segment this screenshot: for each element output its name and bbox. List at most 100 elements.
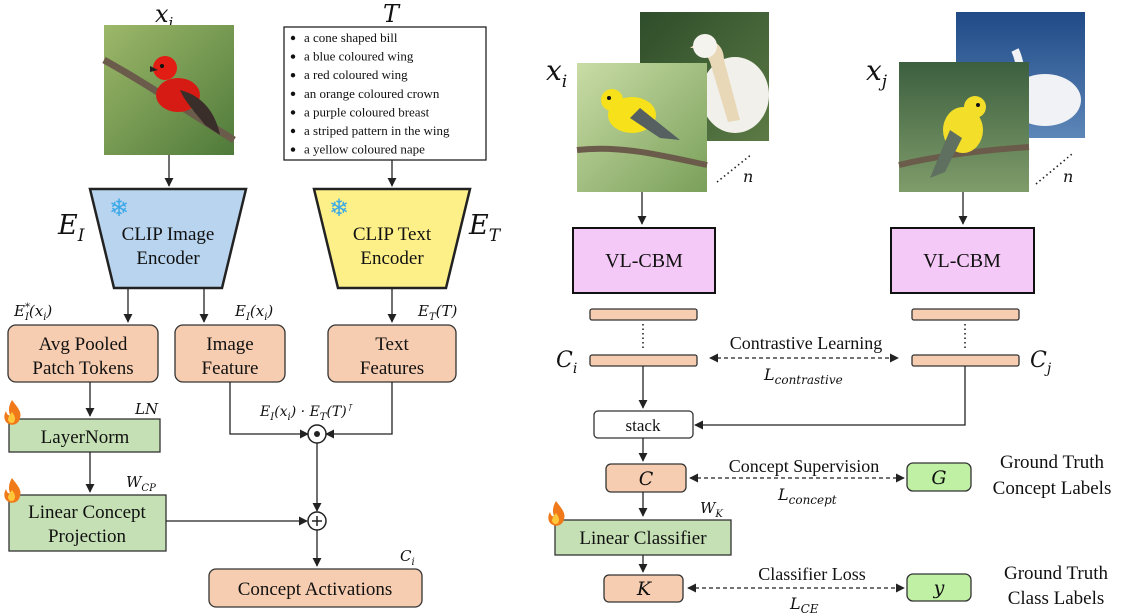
- concept-item: a striped pattern in the wing: [304, 123, 450, 138]
- svg-text:VL-CBM: VL-CBM: [605, 250, 683, 272]
- ci-label: Ci: [556, 348, 577, 377]
- svg-text:Linear Concept: Linear Concept: [28, 502, 146, 523]
- text-encoder-label-2: Encoder: [360, 248, 424, 269]
- snowflake-icon: ❄: [329, 196, 349, 222]
- concept-vector-top-right: [911, 308, 1020, 321]
- concept-vector-bottom-left: [589, 354, 698, 367]
- gt-class-label-2: Class Labels: [1008, 588, 1105, 609]
- yellow-bird-image-j: [898, 62, 1030, 192]
- svg-text:G: G: [931, 467, 946, 489]
- concept-bullet: [290, 54, 296, 59]
- concept-vector-top-left: [589, 308, 698, 321]
- image-encoder-label-1: CLIP Image: [122, 224, 215, 245]
- snowflake-icon: ❄: [109, 196, 129, 222]
- yellow-bird-image-i: [576, 63, 708, 192]
- ci-tag: Ci: [400, 547, 415, 568]
- dot-product-node: [307, 424, 327, 444]
- image-feature-box: Image Feature: [174, 324, 286, 383]
- concept-item: a yellow coloured nape: [304, 142, 425, 157]
- g-box: G: [906, 462, 972, 492]
- gt-concept-label-1: Ground Truth: [1000, 452, 1104, 473]
- flame-icon: [548, 501, 565, 526]
- svg-text:LayerNorm: LayerNorm: [41, 427, 130, 448]
- n-label-left: n: [743, 167, 753, 186]
- contrastive-loss: Lcontrastive: [763, 365, 843, 387]
- ln-tag: LN: [134, 400, 159, 418]
- classifier-loss-label: Classifier Loss: [758, 564, 866, 584]
- c-box: C: [605, 463, 687, 493]
- svg-text:Projection: Projection: [48, 526, 127, 547]
- arrow-text-features-to-dot: [325, 382, 393, 439]
- xi-label: xi: [546, 54, 567, 92]
- concept-loss: Lconcept: [777, 485, 837, 507]
- n-label-right: n: [1063, 167, 1073, 186]
- svg-text:Image: Image: [206, 334, 253, 355]
- svg-text:Avg Pooled: Avg Pooled: [39, 334, 128, 355]
- svg-text:Linear Classifier: Linear Classifier: [579, 528, 707, 549]
- svg-text:Concept Activations: Concept Activations: [238, 579, 393, 600]
- concept-item: a red coloured wing: [304, 67, 408, 82]
- avg-pooled-math: E*I(xi): [13, 302, 52, 323]
- input-image-label: xi: [155, 0, 174, 32]
- k-box: K: [603, 574, 684, 603]
- concept-item: a purple coloured breast: [304, 104, 430, 119]
- svg-text:Features: Features: [360, 358, 424, 379]
- y-box: y: [906, 573, 972, 602]
- text-encoder-label-1: CLIP Text: [353, 224, 432, 245]
- concept-item: an orange coloured crown: [304, 86, 440, 101]
- image-encoder-label-2: Encoder: [136, 248, 200, 269]
- flame-icon: [4, 400, 21, 425]
- wk-tag: WK: [700, 499, 723, 520]
- gt-class-label-1: Ground Truth: [1004, 563, 1108, 584]
- svg-text:y: y: [933, 577, 945, 599]
- clip-text-encoder: ❄ CLIP Text Encoder: [312, 187, 472, 290]
- wcp-tag: WCP: [126, 473, 156, 494]
- svg-text:stack: stack: [626, 416, 661, 435]
- concept-vector-bottom-right: [911, 354, 1020, 367]
- svg-text:Patch Tokens: Patch Tokens: [32, 358, 133, 379]
- encoder-et-label: ET: [468, 210, 502, 246]
- concept-supervision-label: Concept Supervision: [729, 456, 880, 476]
- n-dots-right: [1035, 153, 1073, 185]
- concept-item: a blue coloured wing: [304, 49, 414, 64]
- text-set-label: T: [383, 0, 401, 28]
- svg-text:Text: Text: [375, 334, 409, 355]
- concept-activations-box: Concept Activations: [208, 568, 423, 608]
- clip-image-encoder: ❄ CLIP Image Encoder: [88, 187, 248, 290]
- gt-concept-label-2: Concept Labels: [993, 478, 1112, 499]
- xj-label: xj: [866, 54, 888, 92]
- layernorm-box: LayerNorm: [8, 418, 161, 453]
- concept-bullet: [290, 110, 296, 115]
- text-features-box: Text Features: [327, 324, 457, 383]
- concept-bullet: [290, 35, 296, 41]
- linear-projection-box: Linear Concept Projection: [8, 494, 167, 552]
- svg-text:Feature: Feature: [202, 358, 259, 379]
- image-feature-math: EI(xi): [234, 302, 273, 323]
- text-features-math: ET(T): [417, 302, 457, 323]
- encoder-ei-label: EI: [57, 210, 85, 246]
- cj-label: Cj: [1030, 348, 1052, 377]
- flame-icon: [4, 478, 21, 503]
- arrow-cj-to-stack: [694, 366, 966, 430]
- concept-bullet: [290, 73, 296, 78]
- vlcbm-box-right: VL-CBM: [890, 227, 1035, 294]
- plus-node: [307, 511, 327, 531]
- concept-list-box: a cone shaped bill a blue coloured wing a …: [283, 26, 487, 161]
- dot-product-label: EI(xi) · ET(T)⊺: [259, 403, 353, 423]
- svg-text:VL-CBM: VL-CBM: [923, 250, 1001, 272]
- concept-bullet: [290, 91, 296, 97]
- avg-pooled-box: Avg Pooled Patch Tokens: [7, 324, 159, 383]
- n-dots-left: [716, 153, 753, 183]
- svg-text:C: C: [639, 468, 654, 490]
- svg-text:K: K: [636, 578, 653, 600]
- stack-box: stack: [593, 410, 694, 439]
- input-bird-image: [102, 25, 236, 155]
- concept-item: a cone shaped bill: [304, 30, 398, 45]
- concept-bullet: [290, 147, 296, 152]
- arrow-image-feature-to-dot: [229, 382, 309, 439]
- linear-classifier-box: Linear Classifier: [554, 519, 732, 556]
- concept-bullet: [290, 128, 296, 134]
- contrastive-label: Contrastive Learning: [730, 333, 882, 353]
- ce-loss: LCE: [789, 594, 819, 616]
